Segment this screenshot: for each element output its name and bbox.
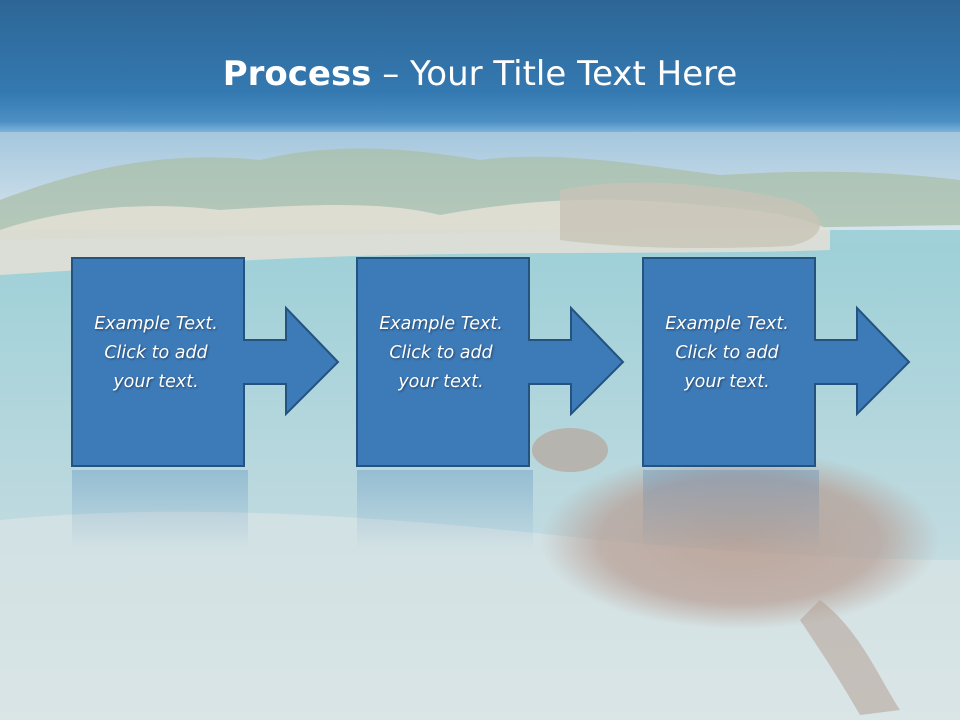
step-text-line: Example Text. [379,314,503,334]
process-step-3[interactable]: Example Text. Click to add your text. [641,256,921,468]
arrow-right-icon [642,257,911,467]
title-band [0,0,960,132]
step-reflection [643,470,819,550]
process-step-1[interactable]: Example Text. Click to add your text. [70,256,350,468]
step-text-line: Click to add [104,343,208,363]
step-text: Example Text. Click to add your text. [645,310,809,397]
step-text-line: Example Text. [665,314,789,334]
step-text-line: Click to add [675,343,779,363]
step-text-line: your text. [684,372,770,392]
step-text-line: Click to add [389,343,493,363]
step-text-line: your text. [398,372,484,392]
step-text-line: your text. [113,372,199,392]
step-text: Example Text. Click to add your text. [74,310,238,397]
process-step-2[interactable]: Example Text. Click to add your text. [355,256,635,468]
title-rest: – Your Title Text Here [371,54,738,94]
title-bold: Process [222,54,372,94]
step-text-line: Example Text. [94,314,218,334]
arrow-right-icon [71,257,340,467]
step-text: Example Text. Click to add your text. [359,310,523,397]
slide-title[interactable]: Process – Your Title Text Here [0,52,960,96]
step-reflection [72,470,248,550]
arrow-right-icon [356,257,625,467]
step-reflection [357,470,533,550]
